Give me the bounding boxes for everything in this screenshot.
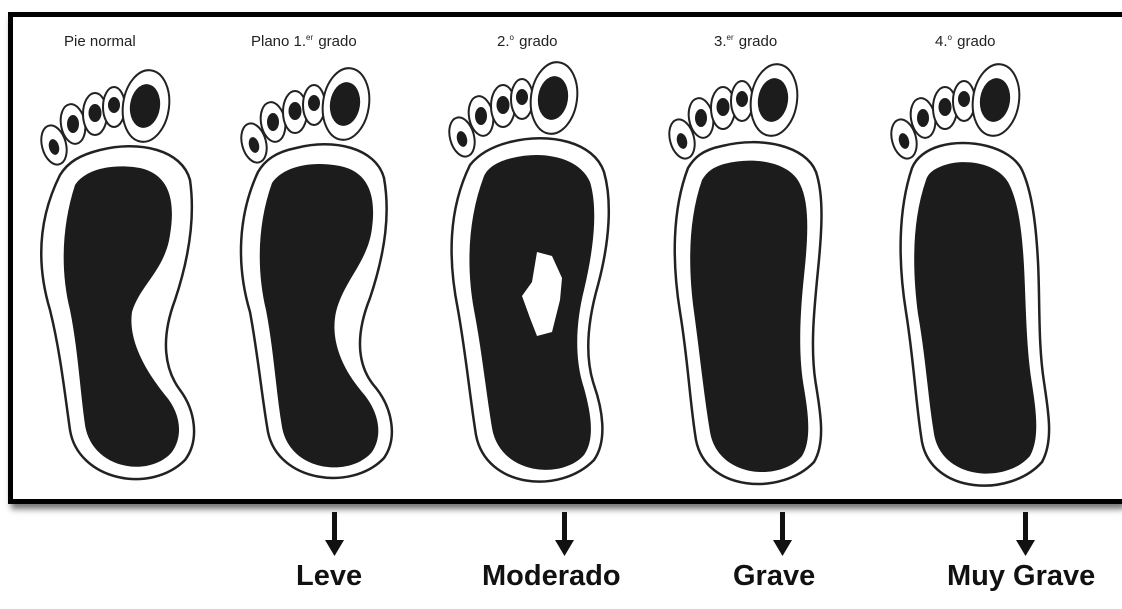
severity-moderado: Moderado [482, 560, 621, 593]
severity-muy-grave: Muy Grave [947, 560, 1095, 593]
arrow-moderado [555, 512, 574, 556]
arrow-leve [325, 512, 344, 556]
severity-grave: Grave [733, 560, 815, 593]
footprint-grade-1 [237, 65, 392, 478]
footprint-grade-3 [665, 61, 821, 484]
footprint-normal [37, 67, 194, 479]
footprint-grade-4 [887, 61, 1049, 485]
arrow-muy-grave [1016, 512, 1035, 556]
arrow-grave [773, 512, 792, 556]
footprint-grade-2 [445, 59, 609, 481]
severity-leve: Leve [296, 560, 362, 593]
